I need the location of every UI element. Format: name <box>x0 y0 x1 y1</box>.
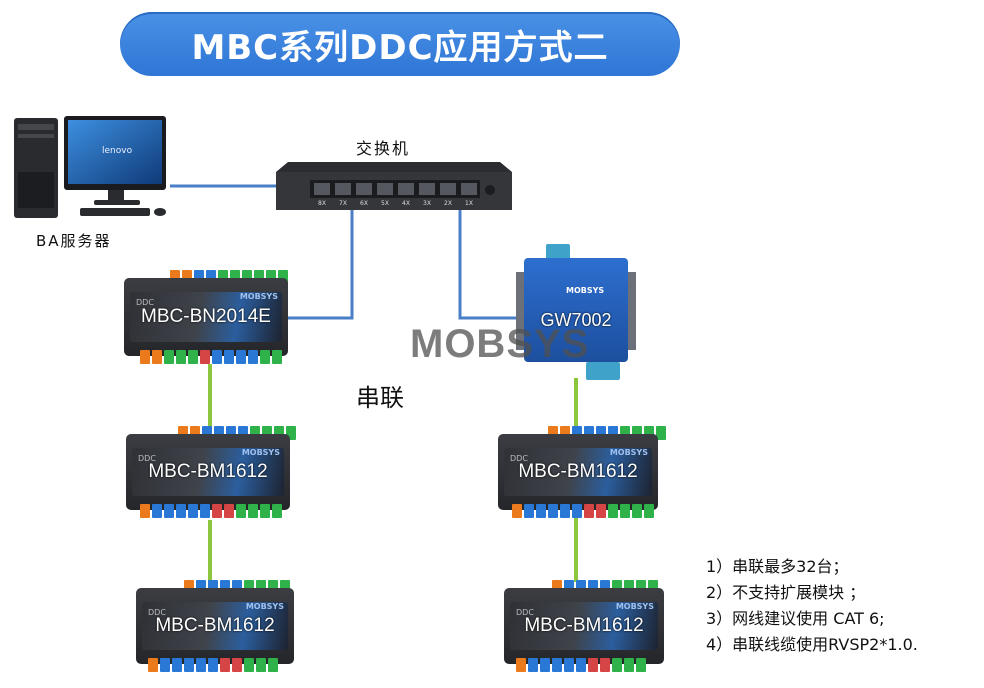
device-name: MBC-BM1612 <box>524 615 644 636</box>
title-banner: MBC系列DDC应用方式二 <box>120 12 680 76</box>
port-label: 4X <box>402 200 410 207</box>
port-label: 3X <box>423 200 431 207</box>
server-label: BA服务器 <box>36 232 112 250</box>
ba-server-computer-image: lenovo <box>10 112 170 224</box>
device-small-label: DDC <box>148 608 166 617</box>
note-item: 2）不支持扩展模块 ； <box>706 583 866 602</box>
module-right-2: MOBSYS DDC MBC-BM1612 <box>504 580 664 672</box>
note-item: 4）串联线缆使用RVSP2*1.0. <box>706 635 918 654</box>
device-brand: MOBSYS <box>615 602 654 611</box>
switch-icon <box>276 162 512 210</box>
device-brand: MOBSYS <box>241 448 280 457</box>
device-small-label: DDC <box>138 454 156 463</box>
computer-icon <box>14 116 166 218</box>
module-right-1: MOBSYS DDC MBC-BM1612 <box>498 426 666 518</box>
device-brand: MOBSYS <box>609 448 648 457</box>
device-brand: MOBSYS <box>239 292 278 301</box>
watermark: MOBSYS <box>410 322 590 366</box>
page-title: MBC系列DDC应用方式二 <box>191 27 609 68</box>
device-name: MBC-BN2014E <box>141 306 271 327</box>
serial-label: 串联 <box>356 384 404 412</box>
port-label: 1X <box>465 200 473 207</box>
device-small-label: DDC <box>516 608 534 617</box>
port-label: 8X <box>318 200 326 207</box>
port-label: 2X <box>444 200 452 207</box>
module-left-2: MOBSYS DDC MBC-BM1612 <box>136 580 294 672</box>
device-small-label: DDC <box>510 454 528 463</box>
port-label: 6X <box>360 200 368 207</box>
network-switch-image: 8X 7X 6X 5X 4X 3X 2X 1X <box>276 162 512 210</box>
note-item: 1）串联最多32台； <box>706 557 849 576</box>
device-small-label: DDC <box>136 298 154 307</box>
device-brand: MOBSYS <box>566 286 605 295</box>
device-name: GW7002 <box>540 310 612 330</box>
device-name: MBC-BM1612 <box>155 615 275 636</box>
device-brand: MOBSYS <box>245 602 284 611</box>
controller-mbc-bn2014e: MOBSYS DDC MBC-BN2014E <box>124 270 288 364</box>
port-label: 7X <box>339 200 347 207</box>
note-item: 3）网线建议使用 CAT 6; <box>706 609 885 628</box>
gateway-gw7002: MOBSYS GW7002 <box>516 244 636 390</box>
module-left-1: MOBSYS DDC MBC-BM1612 <box>126 426 296 518</box>
monitor-brand-text: lenovo <box>102 146 133 156</box>
ethernet-line-gateway <box>458 210 528 320</box>
device-name: MBC-BM1612 <box>518 461 638 482</box>
switch-port-labels: 8X 7X 6X 5X 4X 3X 2X 1X <box>314 200 477 207</box>
switch-label: 交换机 <box>356 139 411 158</box>
notes-list: 1）串联最多32台； 2）不支持扩展模块 ； 3）网线建议使用 CAT 6; 4… <box>706 554 918 658</box>
ethernet-line-controller <box>280 210 354 320</box>
device-name: MBC-BM1612 <box>148 461 268 482</box>
port-label: 5X <box>381 200 389 207</box>
